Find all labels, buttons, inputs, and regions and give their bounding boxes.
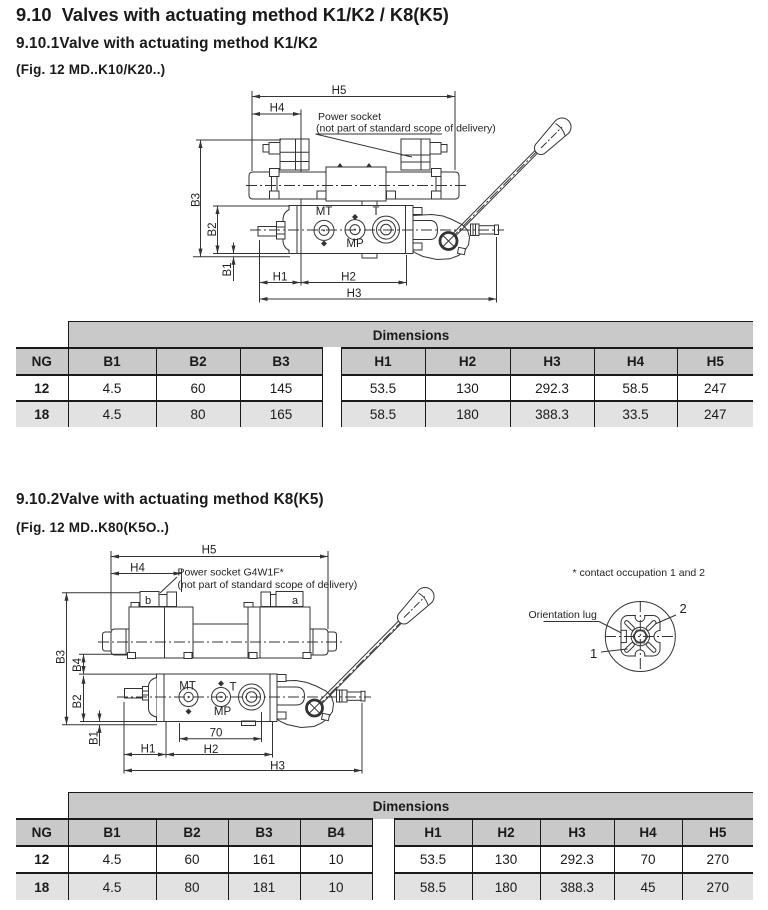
svg-text:(not part of standard scope of: (not part of standard scope of delivery) bbox=[316, 123, 496, 135]
svg-text:1: 1 bbox=[590, 646, 597, 661]
svg-text:H4: H4 bbox=[270, 103, 285, 115]
svg-text:MT: MT bbox=[316, 206, 333, 218]
svg-text:B2: B2 bbox=[207, 222, 219, 236]
svg-text:Power socket G4W1F*: Power socket G4W1F* bbox=[178, 567, 284, 579]
svg-text:B3: B3 bbox=[56, 650, 68, 664]
svg-text:H5: H5 bbox=[202, 545, 217, 557]
svg-text:H4: H4 bbox=[130, 563, 145, 575]
svg-text:H2: H2 bbox=[341, 272, 356, 284]
svg-text:H5: H5 bbox=[332, 85, 347, 97]
svg-text:MT: MT bbox=[179, 681, 196, 693]
svg-text:Orientation lug: Orientation lug bbox=[529, 609, 597, 621]
svg-text:2: 2 bbox=[680, 601, 687, 616]
svg-text:H3: H3 bbox=[270, 761, 285, 773]
svg-text:H2: H2 bbox=[204, 744, 219, 756]
svg-text:H1: H1 bbox=[141, 744, 156, 756]
svg-text:T: T bbox=[229, 682, 236, 694]
svg-text:* contact occupation 1 and 2: * contact occupation 1 and 2 bbox=[573, 567, 706, 579]
svg-text:B4: B4 bbox=[72, 657, 84, 672]
svg-text:MP: MP bbox=[214, 706, 232, 718]
svg-text:MP: MP bbox=[346, 238, 364, 250]
svg-text:(not part of standard scope of: (not part of standard scope of delivery) bbox=[178, 579, 358, 591]
svg-text:B2: B2 bbox=[72, 694, 84, 708]
svg-text:B1: B1 bbox=[222, 262, 234, 276]
svg-text:T: T bbox=[372, 206, 379, 218]
svg-text:Power socket: Power socket bbox=[318, 111, 381, 123]
svg-text:H3: H3 bbox=[347, 288, 362, 300]
svg-text:H1: H1 bbox=[273, 272, 288, 284]
svg-text:a: a bbox=[292, 595, 299, 607]
svg-text:B1: B1 bbox=[89, 731, 101, 745]
svg-text:B3: B3 bbox=[191, 193, 203, 207]
svg-text:70: 70 bbox=[210, 728, 223, 740]
svg-text:b: b bbox=[145, 595, 151, 607]
